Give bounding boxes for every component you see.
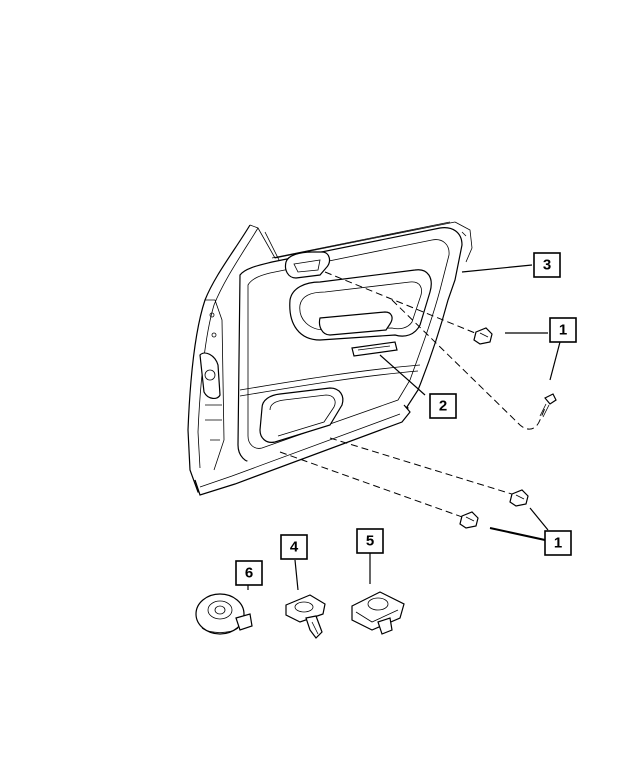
- callout-4: 4: [280, 534, 308, 560]
- callout-2: 2: [429, 393, 457, 419]
- callout-1-bottom-label: 1: [554, 535, 562, 552]
- callout-1-bottom: 1: [544, 530, 572, 556]
- leader-lines: [247, 264, 561, 591]
- door-assembly: [187, 221, 473, 496]
- push-clip-lower: [459, 511, 479, 529]
- callout-6-label: 6: [245, 565, 253, 582]
- push-clip-middle: [509, 489, 529, 507]
- part-5-clip-nut: [351, 591, 405, 635]
- callout-3: 3: [533, 252, 561, 278]
- callout-5: 5: [356, 528, 384, 554]
- installation-lines: [279, 271, 546, 519]
- callout-6: 6: [235, 560, 263, 586]
- callout-4-label: 4: [290, 539, 299, 556]
- callout-1-top-label: 1: [559, 322, 567, 339]
- callout-3-label: 3: [543, 257, 551, 274]
- callout-5-label: 5: [366, 533, 374, 550]
- callout-2-label: 2: [439, 398, 447, 415]
- callout-1-top: 1: [549, 317, 577, 343]
- screw-upper: [539, 393, 557, 418]
- part-4-push-retainer: [285, 594, 326, 639]
- push-clip-upper: [473, 327, 493, 345]
- part-6-rivet-fastener: [195, 593, 253, 635]
